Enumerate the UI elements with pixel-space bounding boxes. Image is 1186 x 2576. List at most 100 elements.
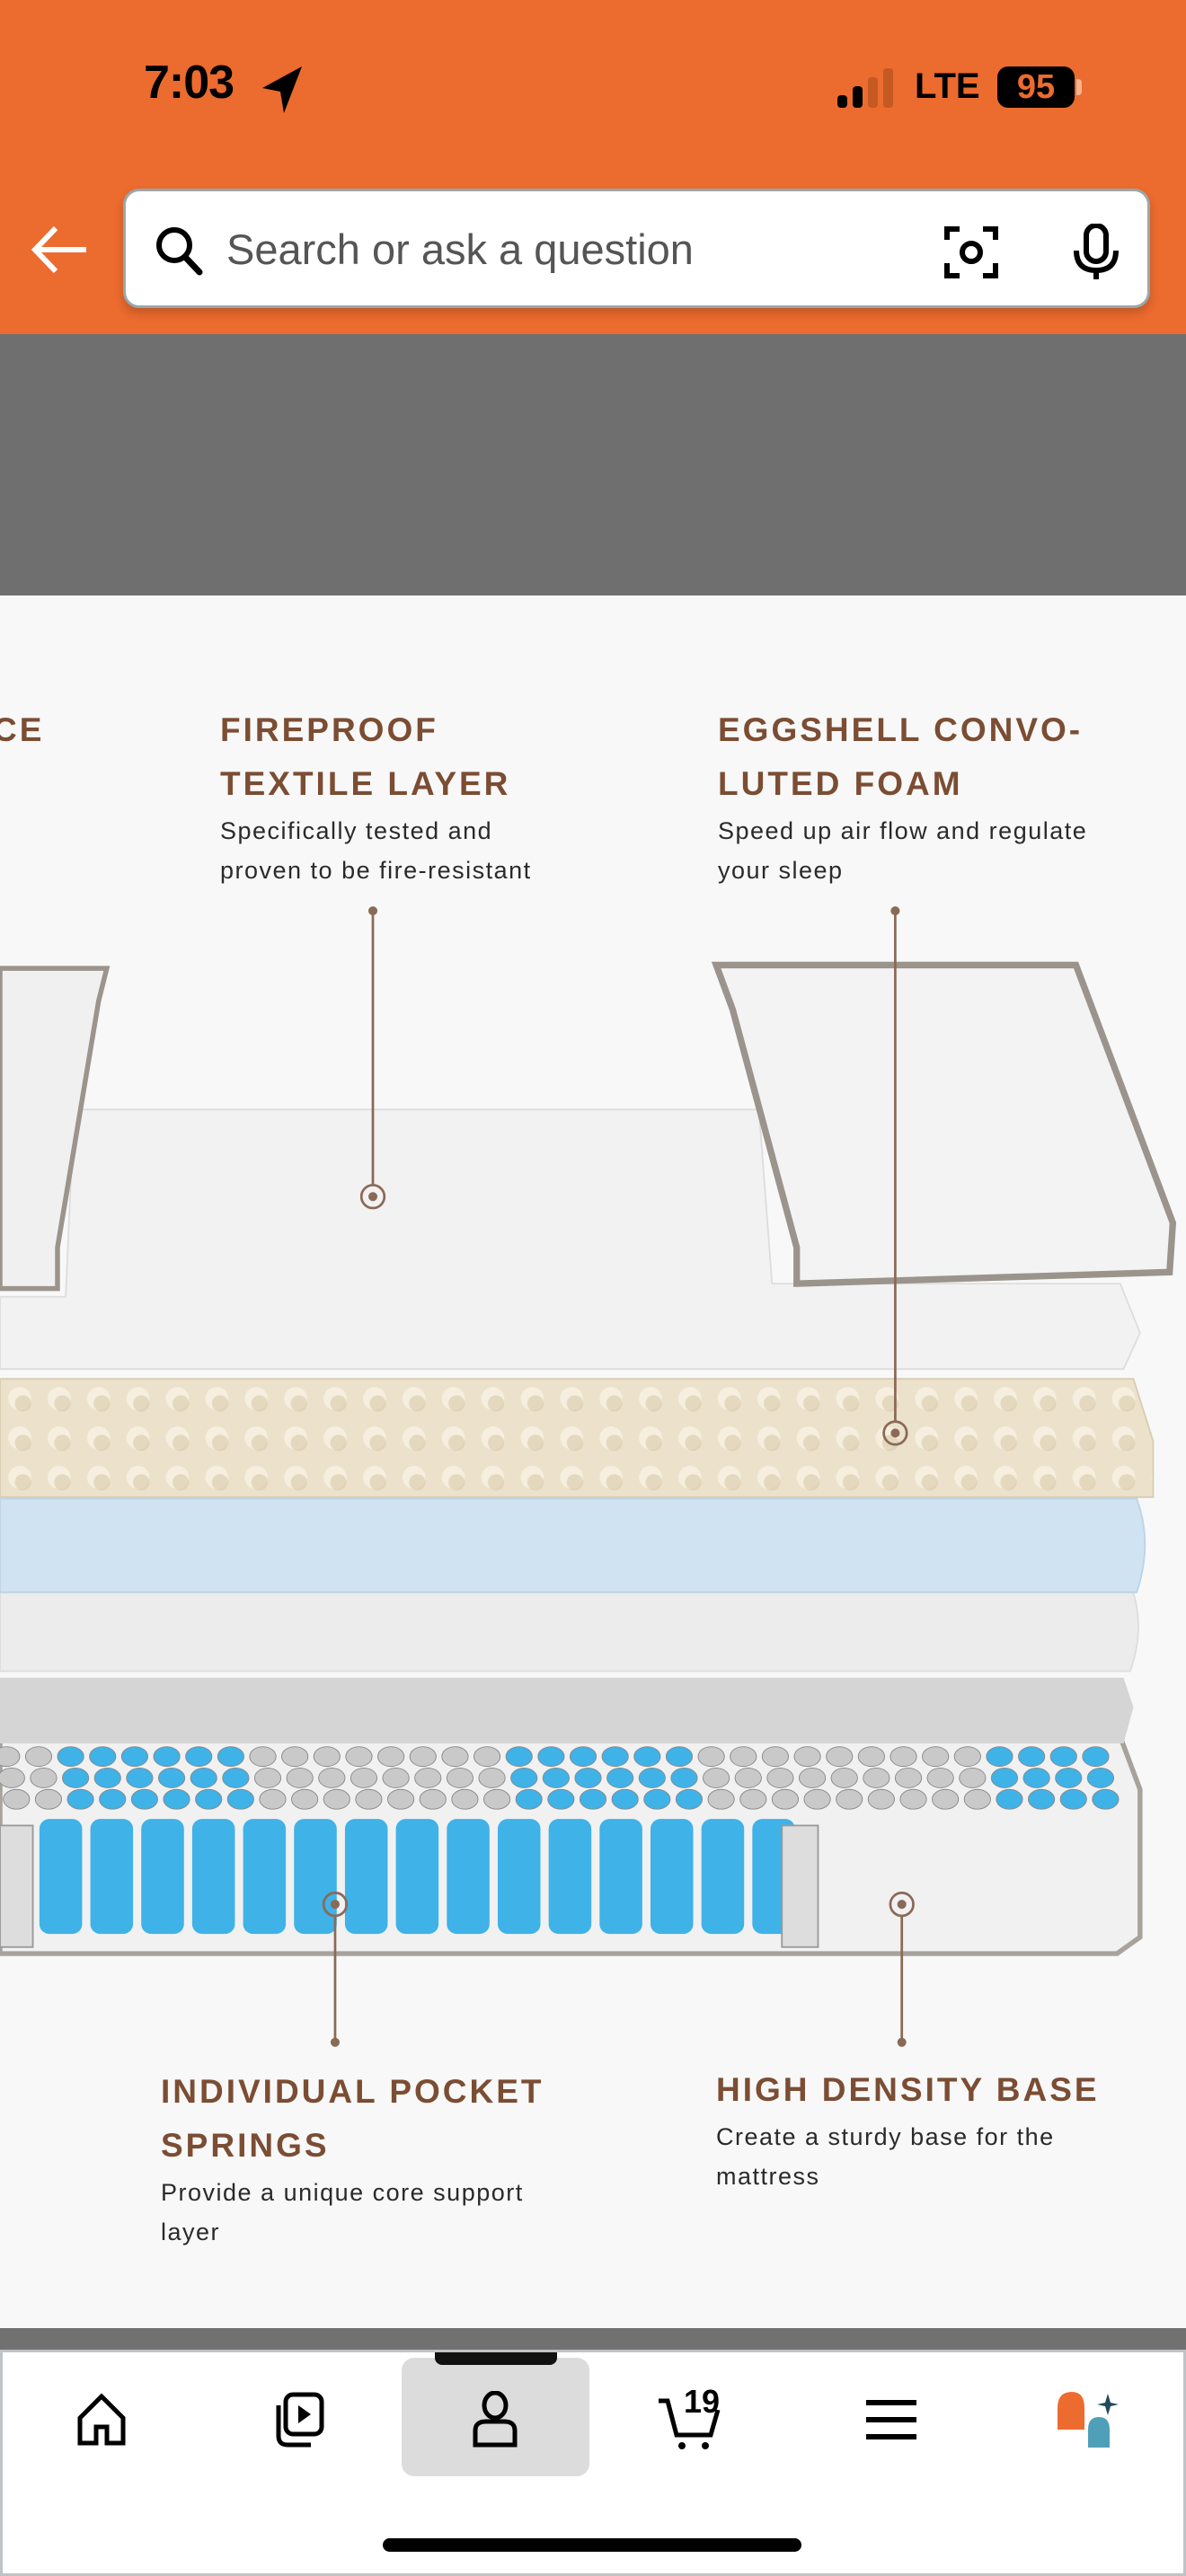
spring-top [286,1768,314,1788]
spring-top [638,1768,666,1788]
white-foam-layer [0,1583,1139,1672]
spring-coil [497,1819,541,1935]
spring-top [414,1768,442,1788]
spring-top [932,1788,960,1810]
spring-coil [701,1819,745,1935]
spring-top [217,1746,244,1768]
search-bar[interactable] [123,189,1150,308]
back-arrow-icon[interactable] [31,225,90,275]
nav-account[interactable] [423,2361,567,2478]
label-springs-title: INDIVIDUAL POCKET SPRINGS [161,2073,544,2164]
spring-coil [650,1819,694,1935]
label-fireproof-title: FIREPROOF TEXTILE LAYER [220,711,511,802]
label-eggshell-title: EGGSHELL CONVO- LUTED FOAM [718,711,1084,802]
label-fireproof-desc: Specifically tested and proven to be fir… [220,817,532,884]
header: 7:03 LTE 95 [0,0,1186,334]
spring-top [482,1788,511,1810]
spring-top [803,1788,831,1810]
spring-coil [39,1819,83,1935]
microphone-icon[interactable] [1069,224,1123,281]
spring-top [697,1746,725,1768]
spring-top [1082,1746,1110,1768]
spring-top [569,1746,597,1768]
spring-top [281,1746,309,1768]
spring-top [130,1788,158,1810]
spring-top [323,1788,350,1810]
spring-top [730,1746,757,1768]
spring-coil [141,1819,184,1935]
pillow-top-left [0,966,111,1292]
spring-top [350,1768,378,1788]
spring-top [826,1746,854,1768]
spring-top [30,1768,58,1788]
spring-top [963,1788,991,1810]
nav-menu[interactable] [819,2361,963,2478]
blue-layer [0,1497,1146,1593]
spring-top [163,1788,190,1810]
nav-cart[interactable]: 19 [621,2361,765,2478]
spring-coil [90,1819,134,1935]
spring-top [253,1768,282,1788]
camera-lens-icon[interactable] [943,224,999,279]
spring-top [3,1788,31,1810]
spring-top [574,1768,602,1788]
search-input[interactable] [226,218,945,279]
status-time: 7:03 [144,57,235,109]
home-icon [77,2393,126,2446]
cart-icon [659,2398,721,2449]
spring-top [157,1768,186,1788]
spring-top [537,1746,565,1768]
nav-home[interactable] [30,2361,173,2478]
label-springs-desc: Provide a unique core support layer [161,2179,524,2245]
spring-top [93,1768,121,1788]
spring-top [441,1746,469,1768]
spring-top [99,1788,127,1810]
spring-base-layer [0,1734,1143,1956]
spring-top [249,1746,277,1768]
spring-top [867,1788,895,1810]
nav-video[interactable] [226,2361,370,2478]
spring-top [190,1768,217,1788]
gray-layer [0,1677,1134,1744]
spring-coil [294,1819,337,1935]
spring-top [515,1788,543,1810]
location-arrow-icon [262,66,302,113]
spring-top [34,1788,63,1810]
spring-top [226,1788,254,1810]
spring-top [922,1746,950,1768]
image-gallery-band [0,334,1186,595]
spring-top [894,1768,923,1788]
spring-top [836,1788,863,1810]
spring-top [89,1746,117,1768]
video-icon [276,2392,324,2448]
spring-top [382,1768,410,1788]
spring-coil [243,1819,287,1935]
spring-top [419,1788,447,1810]
person-icon [473,2391,518,2448]
spring-top [57,1746,84,1768]
spring-top [953,1746,981,1768]
label-eggshell-desc: Speed up air flow and regulate your slee… [718,817,1088,884]
spring-top [451,1788,479,1810]
cart-count-badge: 19 [684,2383,721,2420]
spring-top [665,1746,694,1768]
spring-top [890,1746,917,1768]
spring-top [185,1746,213,1768]
spring-top [926,1768,954,1788]
home-indicator [383,2538,801,2552]
spring-top [547,1788,575,1810]
pillow-top-right [711,961,1177,1287]
spring-top [0,1746,21,1768]
spring-top [863,1768,890,1788]
cropped-label: CE [0,711,45,748]
product-image[interactable]: CE FIREPROOF TEXTILE LAYER Specifically … [0,595,1186,2328]
spring-top [153,1746,181,1768]
spring-top [24,1746,53,1768]
spring-coil [191,1819,235,1935]
spring-coil [447,1819,490,1935]
nav-rufus[interactable] [1014,2361,1158,2478]
spring-top [633,1746,661,1768]
spring-top [446,1768,474,1788]
spring-top [0,1768,25,1788]
spring-top [1018,1746,1046,1768]
